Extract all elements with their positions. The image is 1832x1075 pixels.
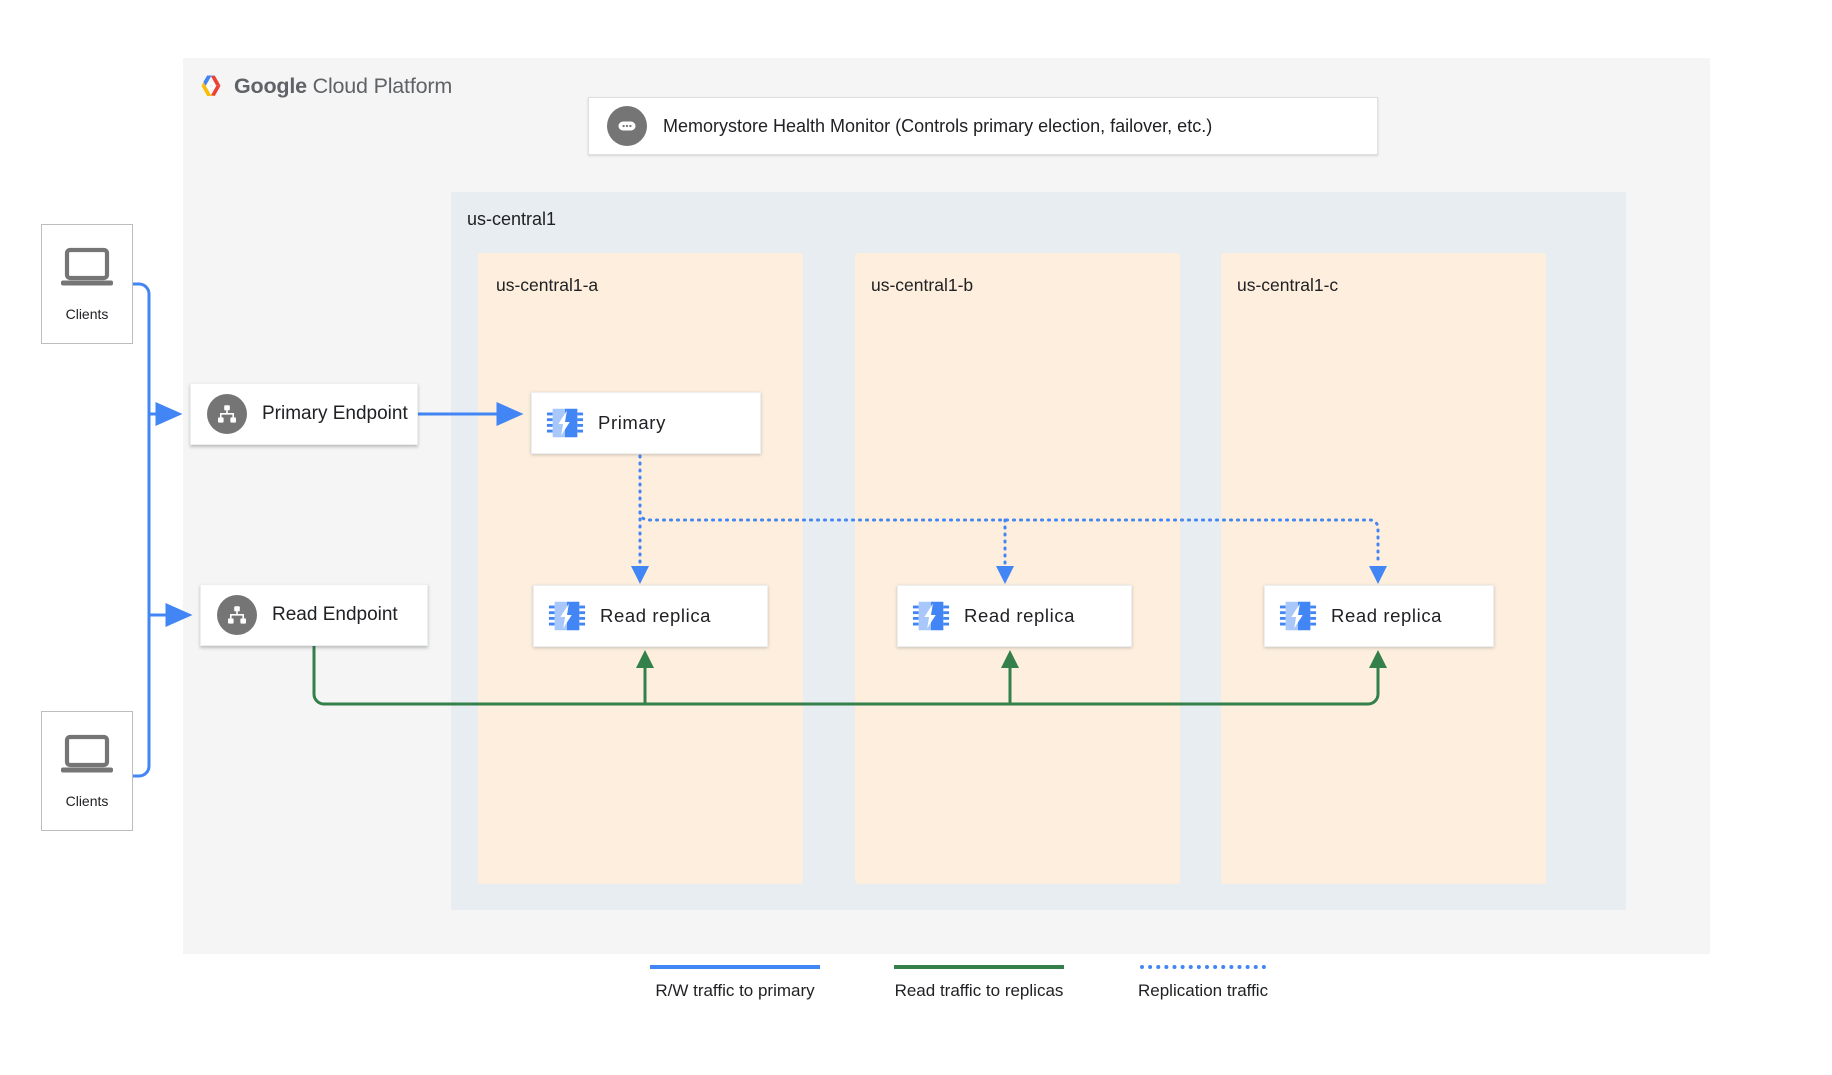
node-primary[interactable]: Primary [531, 392, 761, 454]
endpoint-hierarchy-icon [207, 394, 247, 434]
node-read-replica-b[interactable]: Read replica [897, 585, 1132, 647]
legend-label-rw: R/W traffic to primary [655, 981, 815, 1000]
gcp-brand-light: Cloud Platform [306, 73, 453, 98]
primary-endpoint-card[interactable]: Primary Endpoint [190, 383, 418, 445]
memorystore-chip-icon [912, 601, 950, 631]
node-primary-label: Primary [598, 412, 666, 433]
read-endpoint-card[interactable]: Read Endpoint [200, 584, 428, 646]
zone-us-central1-a [478, 253, 803, 884]
region-label: us-central1 [467, 209, 557, 229]
gcp-brand: Google Cloud Platform [197, 72, 452, 100]
node-read-replica-c-label: Read replica [1331, 605, 1443, 626]
node-read-replica-a-label: Read replica [600, 605, 712, 626]
laptop-icon [61, 247, 113, 285]
client-box-bottom[interactable]: Clients [41, 711, 133, 831]
legend-swatch-rw [650, 965, 820, 969]
health-monitor-label: Memorystore Health Monitor (Controls pri… [663, 115, 1213, 136]
zone-label-c: us-central1-c [1237, 275, 1339, 295]
zone-us-central1-c [1221, 253, 1546, 884]
node-read-replica-a[interactable]: Read replica [533, 585, 768, 647]
zone-us-central1-b [855, 253, 1180, 884]
node-read-replica-c[interactable]: Read replica [1264, 585, 1494, 647]
legend-item-read-traffic: Read traffic to replicas [894, 965, 1064, 1001]
node-read-replica-b-label: Read replica [964, 605, 1076, 626]
legend-item-replication-traffic: Replication traffic [1138, 965, 1268, 1001]
health-monitor-icon [607, 106, 647, 146]
read-endpoint-label: Read Endpoint [272, 604, 398, 625]
client-label-top: Clients [65, 305, 109, 322]
google-cloud-hexagon-icon [201, 75, 221, 97]
zone-label-b: us-central1-b [871, 275, 974, 295]
zone-label-a: us-central1-a [496, 275, 599, 295]
memorystore-chip-icon [546, 408, 584, 438]
memorystore-chip-icon [1279, 601, 1317, 631]
gcp-brand-text: Google Cloud Platform [234, 74, 452, 99]
legend-item-rw-traffic: R/W traffic to primary [650, 965, 820, 1001]
memorystore-chip-icon [548, 601, 586, 631]
client-bus-wire [133, 282, 151, 778]
legend-label-replication: Replication traffic [1138, 981, 1269, 1000]
legend-swatch-read [894, 965, 1064, 969]
health-monitor-card[interactable]: Memorystore Health Monitor (Controls pri… [588, 97, 1378, 155]
legend-swatch-replication [1140, 965, 1267, 969]
endpoint-hierarchy-icon [217, 595, 257, 635]
gcp-brand-bold: Google [234, 73, 307, 98]
legend: R/W traffic to primary Read traffic to r… [650, 965, 1350, 1025]
laptop-icon [61, 734, 113, 772]
primary-endpoint-label: Primary Endpoint [262, 403, 408, 424]
client-box-top[interactable]: Clients [41, 224, 133, 344]
client-label-bottom: Clients [65, 792, 109, 809]
legend-label-read: Read traffic to replicas [894, 981, 1064, 1000]
